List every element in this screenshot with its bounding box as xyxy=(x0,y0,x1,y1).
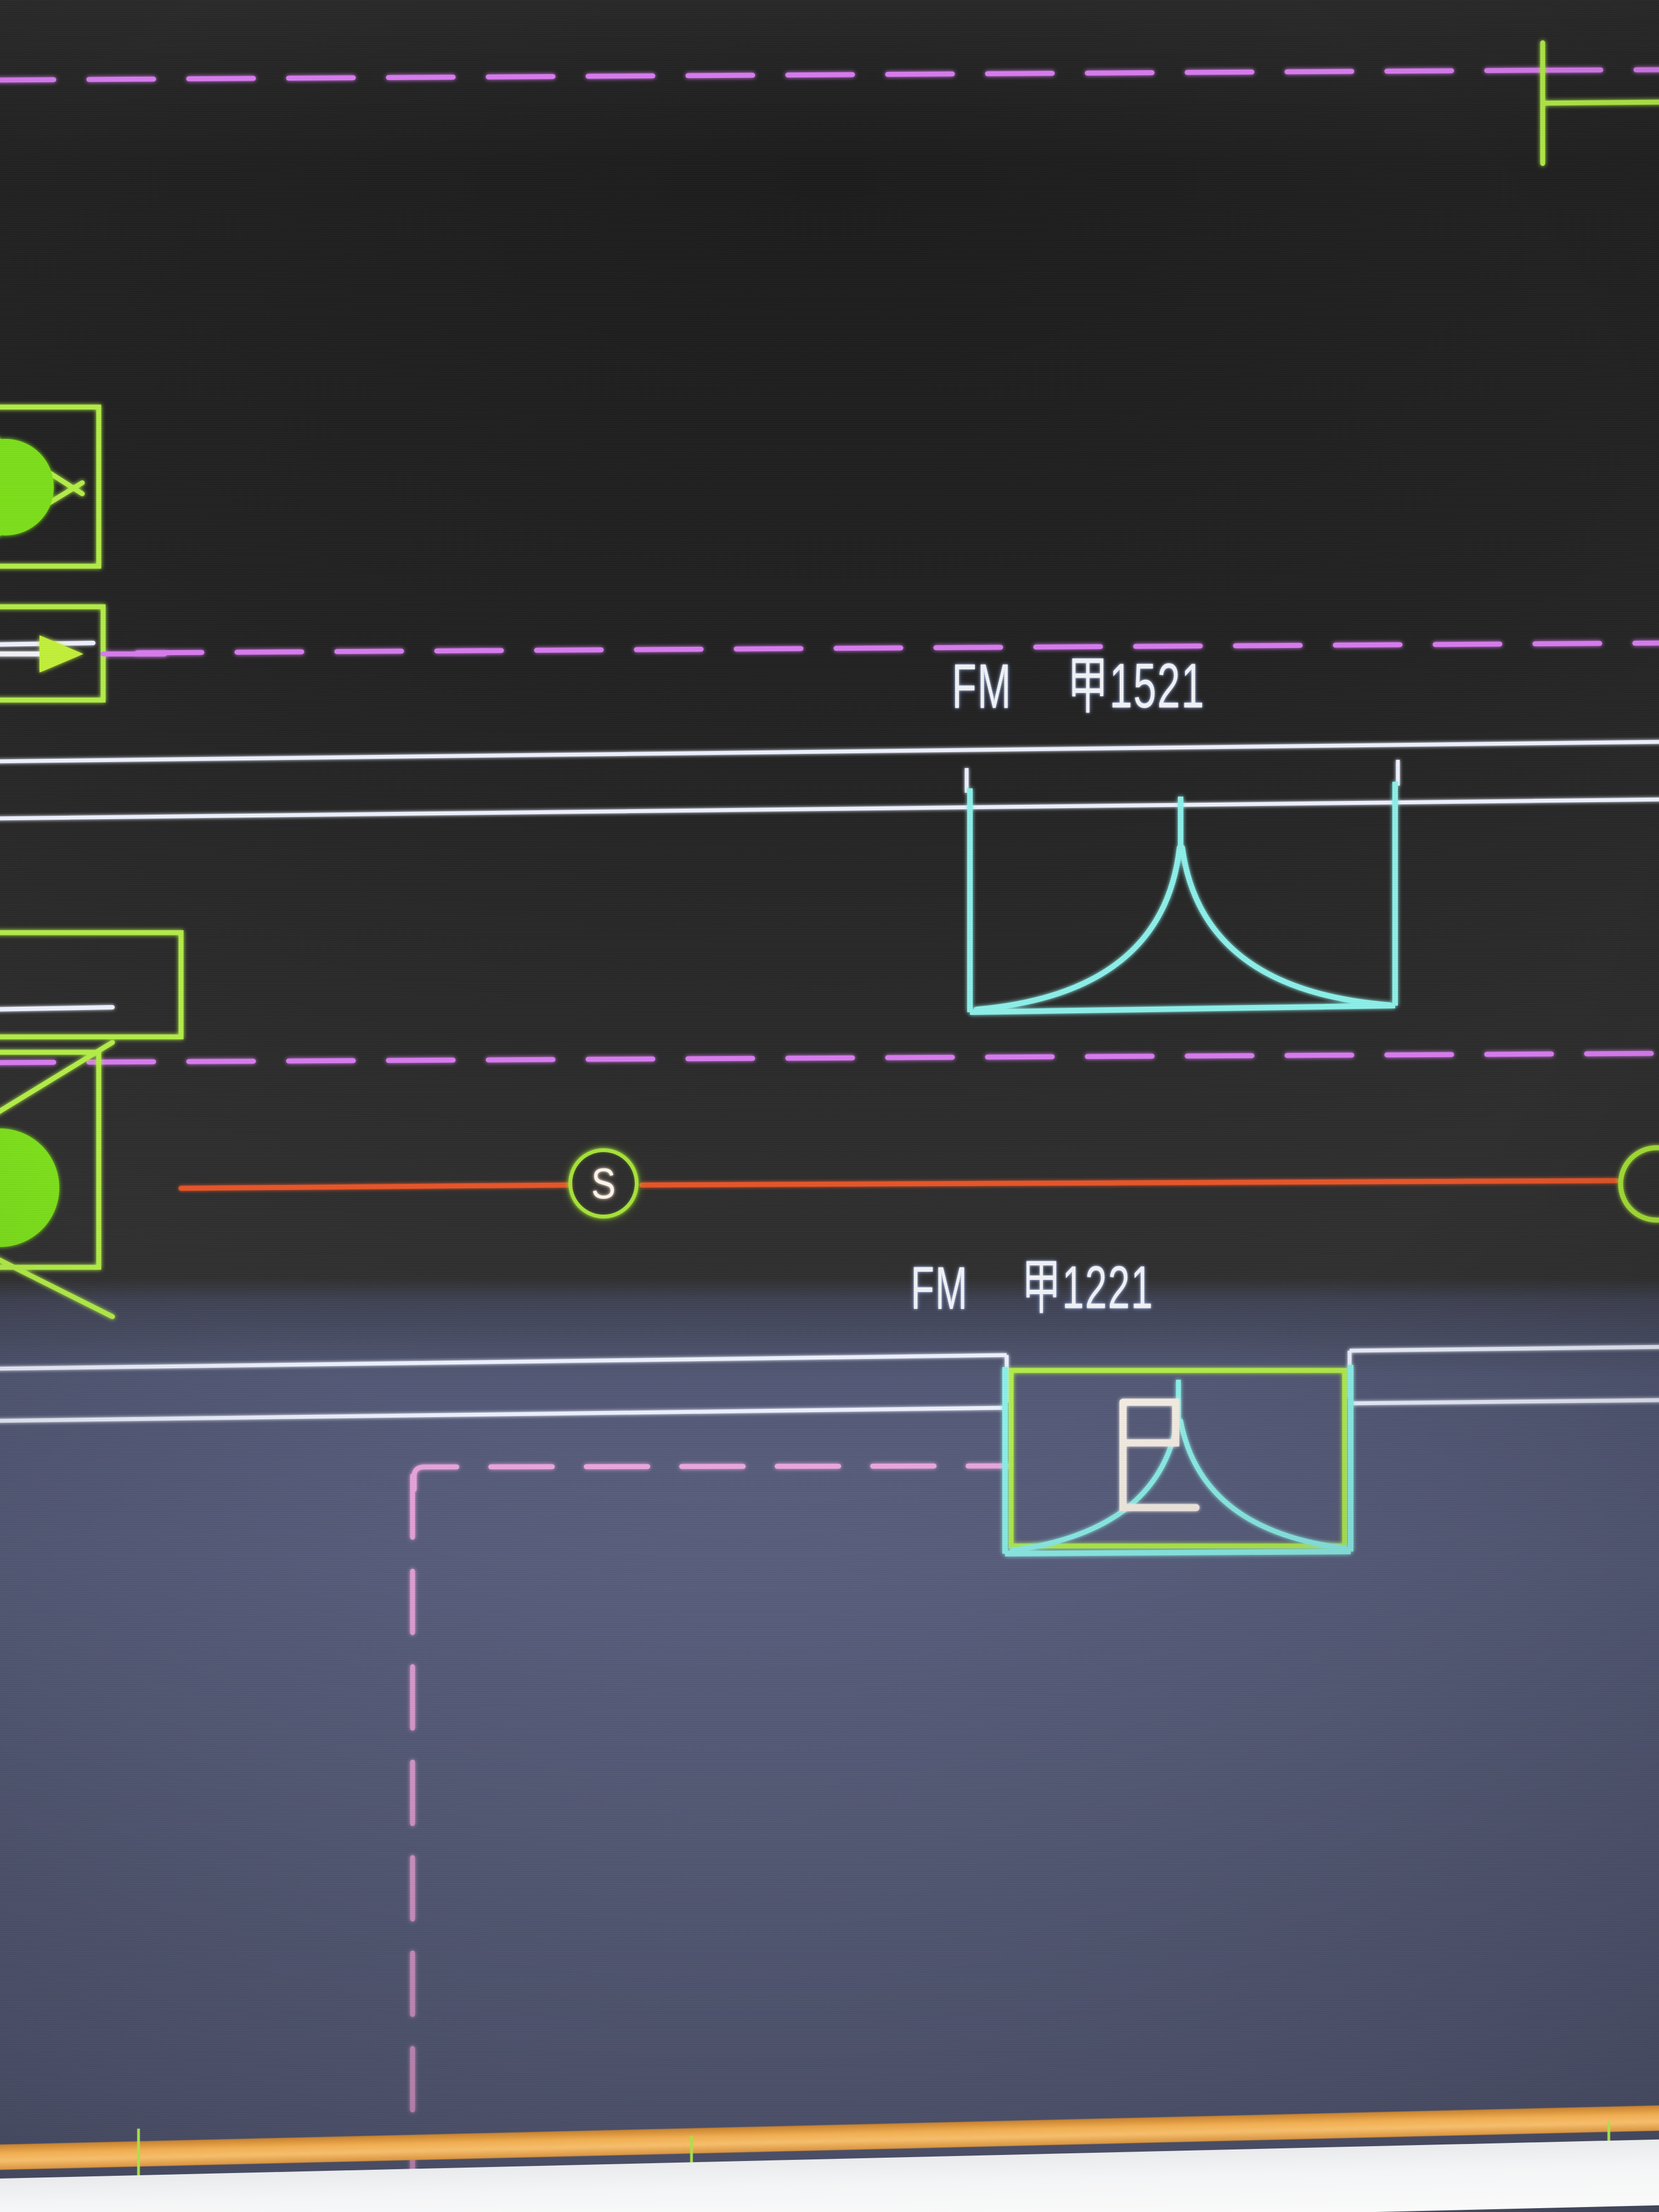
screen-background-lower-glow xyxy=(0,1278,1659,2212)
bezel-tick-left xyxy=(137,2129,140,2200)
sprinkler-symbol-letter: S xyxy=(591,1159,616,1207)
sprinkler-riser-symbol[interactable]: S xyxy=(568,1148,639,1218)
